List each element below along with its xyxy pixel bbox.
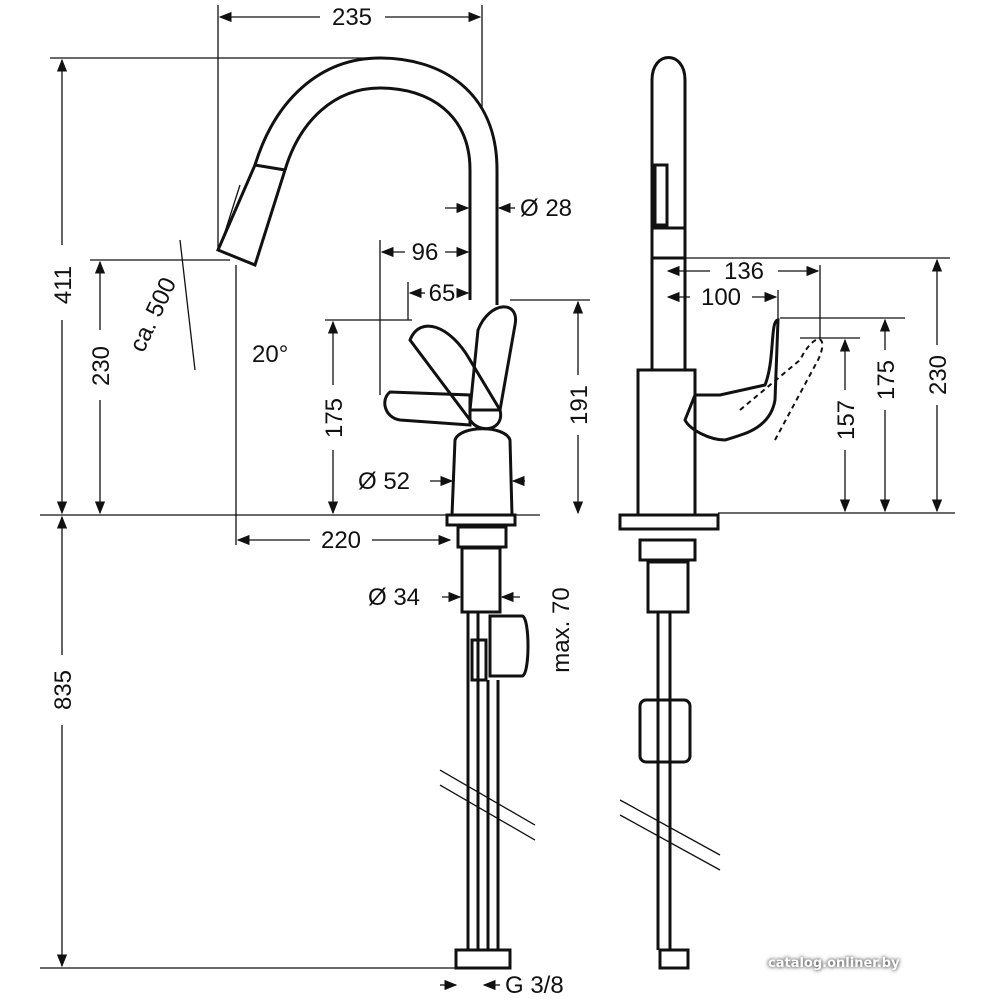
dim-shank-diameter: Ø 34 bbox=[368, 584, 420, 611]
dim-handle-offset: 65 bbox=[429, 280, 456, 307]
dim-outlet-height: 230 bbox=[88, 346, 115, 386]
dim-handle-reach: 96 bbox=[412, 239, 439, 266]
dim-width-top: 235 bbox=[332, 4, 372, 31]
base-plate bbox=[445, 513, 517, 527]
front-spout bbox=[650, 56, 687, 370]
diverter-box bbox=[488, 614, 530, 678]
spray-head-slot bbox=[223, 184, 241, 236]
dim-below-counter: 835 bbox=[50, 670, 77, 710]
dimension-lines bbox=[40, 5, 955, 991]
dim-body-diameter: Ø 52 bbox=[358, 468, 410, 495]
dim-height-total: 411 bbox=[50, 266, 77, 304]
dim-lever-reach: 100 bbox=[701, 284, 741, 311]
dim-thread: G 3/8 bbox=[505, 972, 564, 999]
front-fitting bbox=[658, 948, 690, 970]
front-diverter-box bbox=[638, 698, 692, 764]
shank bbox=[460, 546, 502, 614]
dim-spout-reach: 220 bbox=[321, 527, 361, 554]
spray-head bbox=[216, 163, 287, 268]
dim-lever-height-front: 175 bbox=[873, 360, 900, 400]
dim-angle: 20° bbox=[252, 341, 288, 368]
front-break-line bbox=[619, 799, 721, 856]
dim-outlet-height-front: 230 bbox=[925, 355, 952, 395]
front-spray-slot bbox=[653, 163, 669, 227]
front-base-plate bbox=[618, 513, 720, 531]
connection-fittings bbox=[454, 948, 512, 970]
dim-lever-height-low: 157 bbox=[833, 400, 860, 440]
front-lever-open bbox=[739, 338, 824, 441]
front-view-faucet bbox=[618, 56, 824, 970]
dimension-labels: 235 411 230 ca. 500 20° 96 65 Ø 28 175 1… bbox=[50, 4, 952, 999]
side-view-faucet bbox=[216, 56, 536, 970]
dim-max-thickness: max. 70 bbox=[548, 587, 575, 672]
lever-rear bbox=[383, 390, 472, 427]
dim-lever-reach-open: 136 bbox=[724, 258, 764, 285]
break-line bbox=[439, 769, 536, 826]
spout-inner bbox=[283, 86, 472, 300]
watermark: catalog.onliner.by bbox=[768, 956, 900, 971]
spout-outer bbox=[253, 56, 499, 305]
lever-closed bbox=[408, 324, 503, 431]
front-nut bbox=[638, 538, 697, 562]
front-spray-face bbox=[650, 226, 687, 260]
hose-coupling bbox=[470, 638, 488, 682]
body bbox=[450, 427, 514, 517]
dim-spout-diameter: Ø 28 bbox=[520, 195, 572, 222]
front-body bbox=[636, 368, 697, 517]
dim-lever-height: 191 bbox=[566, 385, 593, 425]
mounting-nut bbox=[456, 525, 508, 549]
front-shank bbox=[646, 560, 690, 614]
front-lever bbox=[683, 318, 780, 442]
lever-open bbox=[468, 305, 517, 412]
dim-handle-height: 175 bbox=[321, 398, 348, 438]
dim-hose-pullout: ca. 500 bbox=[124, 273, 182, 356]
